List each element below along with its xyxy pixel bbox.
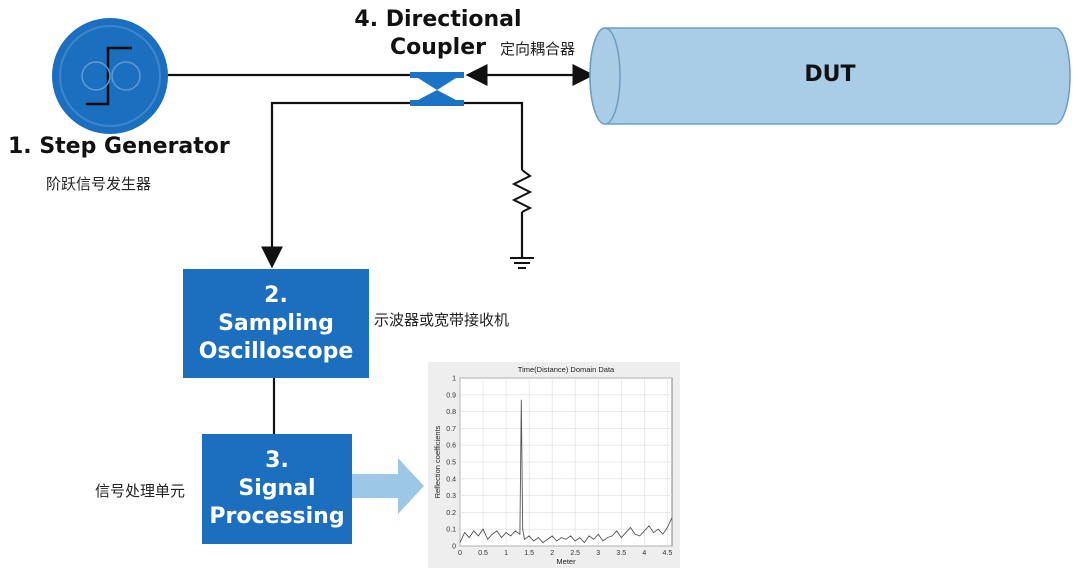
oscilloscope-subtitle: 示波器或宽带接收机 xyxy=(374,311,510,329)
y-tick-label: 0.3 xyxy=(446,493,456,500)
y-tick-label: 0.7 xyxy=(446,426,456,433)
x-tick-label: 1 xyxy=(504,550,508,557)
processing-line2: Processing xyxy=(209,504,345,529)
dut-cylinder xyxy=(589,27,1071,125)
processing-number: 3. xyxy=(265,448,289,473)
x-tick-label: 1.5 xyxy=(524,550,534,557)
processing-subtitle: 信号处理单元 xyxy=(95,482,186,500)
processing-line1: Signal xyxy=(238,476,316,501)
x-tick-label: 0.5 xyxy=(478,550,488,557)
resistor-icon xyxy=(511,169,533,213)
x-tick-label: 0 xyxy=(458,550,462,557)
signal-processing-box: 3. Signal Processing xyxy=(202,434,352,544)
wire-coupler-resistor xyxy=(458,101,524,170)
coupler-title-line1: 4. Directional xyxy=(354,7,522,32)
x-tick-label: 2 xyxy=(550,550,554,557)
chart-svg: 0 0.5 1 1.5 2 2.5 3 3.5 4 4.5 0 0.1 0.2 0.3 0.4 0.5 0.6 0… xyxy=(433,365,673,566)
step-generator-icon xyxy=(52,18,168,134)
directional-coupler-icon xyxy=(410,72,464,106)
y-tick-label: 0.9 xyxy=(446,392,456,399)
x-tick-label: 4.5 xyxy=(663,550,673,557)
y-tick-label: 0.2 xyxy=(446,510,456,517)
coupler-subtitle: 定向耦合器 xyxy=(500,40,576,58)
ground-icon xyxy=(510,257,534,269)
oscilloscope-line1: Sampling xyxy=(218,310,334,336)
series-line xyxy=(459,399,673,544)
y-tick-label: 0 xyxy=(452,544,456,551)
oscilloscope-number: 2. xyxy=(264,282,288,308)
coupler-title-line2: Coupler xyxy=(390,35,486,60)
x-axis-label: Meter xyxy=(556,557,576,566)
step-generator-subtitle: 阶跃信号发生器 xyxy=(46,175,152,193)
coupler-title: 4. Directional Coupler xyxy=(348,6,528,62)
y-tick-label: 0.4 xyxy=(446,476,456,483)
y-tick-label: 0.1 xyxy=(446,527,456,534)
dut-label: DUT xyxy=(804,62,856,87)
wire-coupler-oscilloscope xyxy=(261,101,415,269)
x-tick-label: 3 xyxy=(596,550,600,557)
y-tick-label: 0.8 xyxy=(446,409,456,416)
x-tick-label: 2.5 xyxy=(570,550,580,557)
y-tick-label: 0.5 xyxy=(446,460,456,467)
y-tick-label: 0.6 xyxy=(446,443,456,450)
sampling-oscilloscope-box: 2. Sampling Oscilloscope xyxy=(183,269,369,378)
step-generator-title: 1. Step Generator xyxy=(8,134,230,159)
x-tick-label: 3.5 xyxy=(616,550,626,557)
x-tick-label: 4 xyxy=(642,550,646,557)
oscilloscope-line2: Oscilloscope xyxy=(198,338,354,364)
y-axis-label: Reflection coefficients xyxy=(433,425,442,498)
output-arrow-icon xyxy=(352,458,424,514)
chart-title: Time(Distance) Domain Data xyxy=(518,365,615,374)
y-tick-label: 1 xyxy=(452,376,456,383)
domain-data-chart: 0 0.5 1 1.5 2 2.5 3 3.5 4 4.5 0 0.1 0.2 0.3 0.4 0.5 0.6 0… xyxy=(428,362,680,568)
